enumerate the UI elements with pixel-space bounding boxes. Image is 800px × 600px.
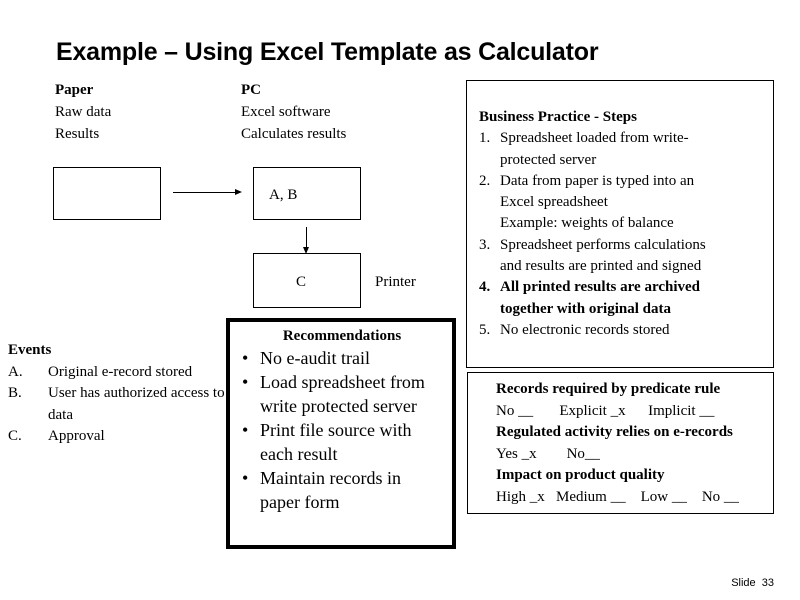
records-question-e-records: Regulated activity relies on e-records xyxy=(496,424,733,440)
step-line: protected server xyxy=(500,151,597,168)
bullet-icon: • xyxy=(242,348,249,368)
arrow-pc-to-c xyxy=(303,227,309,254)
step-item: 1. Spreadsheet loaded from write- protec… xyxy=(479,128,765,171)
step-number: 5. xyxy=(479,321,491,338)
records-box: Records required by predicate rule No __… xyxy=(467,372,774,514)
records-answer-product-quality: High _x Medium __ Low __ No __ xyxy=(496,488,739,505)
step-item: 3. Spreadsheet performs calculations and… xyxy=(479,235,765,278)
recommendation-item: • Load spreadsheet from write protected s… xyxy=(240,370,444,418)
step-item: 4. All printed results are archived toge… xyxy=(479,277,765,320)
recommendation-text: Load spreadsheet from write protected se… xyxy=(260,372,425,416)
recommendations-list: • No e-audit trail • Load spreadsheet from… xyxy=(240,346,444,514)
business-practice-steps: 1. Spreadsheet loaded from write- protec… xyxy=(479,128,765,341)
event-letter: B. xyxy=(8,385,22,401)
pc-box-ab: A, B xyxy=(253,167,361,220)
records-answer-predicate-rule: No __ Explicit _x Implicit __ xyxy=(496,402,715,419)
business-practice-header: Business Practice - Steps xyxy=(479,109,637,125)
event-item: C. Approval xyxy=(8,426,248,448)
step-line: Excel spreadsheet xyxy=(500,194,608,211)
event-text: Original e-record stored xyxy=(48,363,193,380)
recommendation-text: Print file source with each result xyxy=(260,420,412,464)
step-line: Data from paper is typed into an xyxy=(500,172,695,189)
step-number: 1. xyxy=(479,130,491,147)
pc-header: PC xyxy=(241,82,261,98)
paper-header: Paper xyxy=(55,82,94,98)
pc-line-excel: Excel software xyxy=(241,104,331,120)
paper-column: Paper Raw data Results xyxy=(55,79,111,145)
events-header: Events xyxy=(8,342,52,358)
bullet-icon: • xyxy=(242,468,249,488)
step-line: Spreadsheet loaded from write- xyxy=(500,130,689,147)
recommendation-item: • Print file source with each result xyxy=(240,418,444,466)
event-text: User has authorized access to data xyxy=(48,385,225,423)
paper-line-results: Results xyxy=(55,126,100,142)
step-line: No electronic records stored xyxy=(500,321,670,338)
step-line: All printed results are archived xyxy=(500,279,700,296)
step-line: together with original data xyxy=(500,300,671,317)
pc-box-label: A, B xyxy=(269,187,298,203)
printer-label: Printer xyxy=(375,274,416,290)
step-number: 4. xyxy=(479,279,491,296)
event-text: Approval xyxy=(48,428,105,444)
business-practice-box: Business Practice - Steps 1. Spreadsheet… xyxy=(466,80,774,368)
slide-title: Example – Using Excel Template as Calcul… xyxy=(56,38,599,66)
pc-line-calculates: Calculates results xyxy=(241,126,347,142)
slide-number: Slide 33 xyxy=(731,577,774,589)
bullet-icon: • xyxy=(242,372,249,392)
step-number: 3. xyxy=(479,236,491,253)
events-list: Events A. Original e-record stored B. Us… xyxy=(8,340,248,448)
recommendation-text: Maintain records in paper form xyxy=(260,468,401,512)
event-letter: A. xyxy=(8,363,23,380)
pc-column: PC Excel software Calculates results xyxy=(241,79,346,145)
step-item: 2. Data from paper is typed into an Exce… xyxy=(479,171,765,235)
bullet-icon: • xyxy=(242,420,249,440)
step-line: and results are printed and signed xyxy=(500,258,702,275)
recommendation-item: • No e-audit trail xyxy=(240,346,444,370)
step-line: Example: weights of balance xyxy=(500,215,674,232)
event-item: A. Original e-record stored xyxy=(8,362,248,384)
records-question-product-quality: Impact on product quality xyxy=(496,467,665,483)
recommendation-item: • Maintain records in paper form xyxy=(240,466,444,514)
step-item: 5. No electronic records stored xyxy=(479,320,765,341)
records-question-predicate-rule: Records required by predicate rule xyxy=(496,381,721,397)
recommendations-header: Recommendations xyxy=(282,328,402,344)
event-item: B. User has authorized access to data xyxy=(8,383,248,426)
step-line: Spreadsheet performs calculations xyxy=(500,236,706,253)
arrow-paper-to-pc xyxy=(173,189,242,195)
recommendation-text: No e-audit trail xyxy=(260,348,370,368)
paper-box xyxy=(53,167,161,220)
records-answer-e-records: Yes _x No__ xyxy=(496,445,600,462)
paper-line-raw-data: Raw data xyxy=(55,104,112,120)
box-c: C xyxy=(253,253,361,308)
step-number: 2. xyxy=(479,172,491,189)
event-letter: C. xyxy=(8,428,22,444)
recommendations-box: Recommendations • No e-audit trail • Load … xyxy=(226,318,456,549)
box-c-label: C xyxy=(296,274,307,290)
